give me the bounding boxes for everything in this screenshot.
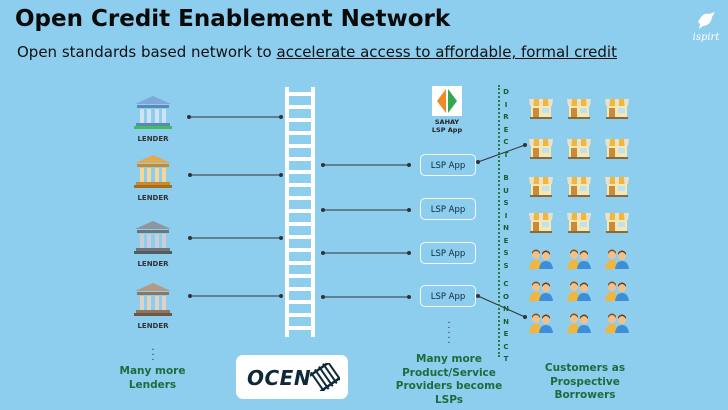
- lsp-more-line: Product/Service: [402, 366, 496, 379]
- lender-3: LENDER: [128, 219, 178, 268]
- lsp-more-line: Many more: [416, 353, 482, 365]
- page-title: Open Credit Enablement Network: [15, 6, 451, 32]
- shop-icon: [528, 136, 554, 164]
- bank-icon: [134, 96, 172, 129]
- people-icon: [528, 248, 554, 274]
- shop-icon: [604, 136, 630, 164]
- bank-icon: [134, 221, 172, 254]
- shop-icon: [566, 96, 592, 124]
- people-icon: [528, 280, 554, 306]
- lender-1: LENDER: [128, 94, 178, 143]
- lsp-more-line: Providers become: [395, 380, 503, 392]
- lender-label: LENDER: [137, 322, 169, 330]
- lender-label: LENDER: [137, 135, 169, 143]
- sahay-logo-icon: [432, 86, 462, 116]
- shop-icon: [566, 210, 592, 238]
- bank-icon: [134, 283, 172, 316]
- people-icon: [604, 248, 630, 274]
- ocen-logo-text: OCEN: [247, 366, 312, 390]
- shop-icon: [604, 174, 630, 202]
- divider-line: [498, 85, 500, 357]
- more-lenders-dots: ...: [151, 342, 155, 363]
- bird-icon: [698, 12, 715, 29]
- sahay-label-line2: LSP App: [431, 126, 463, 134]
- customers-label: Customers as Prospective Borrowers: [535, 362, 635, 403]
- shop-icon: [528, 174, 554, 202]
- lsp-app-box: LSP App: [420, 285, 476, 307]
- subtitle-underlined: accelerate access to affordable, formal …: [276, 43, 617, 61]
- lender-2: LENDER: [128, 153, 178, 202]
- shop-icon: [604, 210, 630, 238]
- shop-icon: [566, 136, 592, 164]
- people-icon: [566, 248, 592, 274]
- many-more-lsps-label: Many more Product/Service Providers beco…: [393, 353, 505, 407]
- brand-name: ispirt: [692, 32, 720, 43]
- people-icon: [528, 312, 554, 338]
- ocen-logo: OCEN: [236, 355, 348, 399]
- lsp-app-box: LSP App: [420, 154, 476, 176]
- people-icon: [566, 312, 592, 338]
- shop-icon: [528, 96, 554, 124]
- shop-icon: [566, 174, 592, 202]
- lender-label: LENDER: [137, 260, 169, 268]
- more-lsp-dots: .....: [447, 315, 451, 346]
- customers-label-line: Prospective: [550, 375, 620, 388]
- people-icon: [604, 280, 630, 306]
- many-more-lenders-label: Many more Lenders: [119, 365, 186, 391]
- sahay-label: SAHAY LSP App: [416, 118, 478, 134]
- lsp-app-box: LSP App: [420, 242, 476, 264]
- railway-track-icon: [285, 87, 315, 337]
- lsp-more-line: LSPs: [434, 393, 463, 406]
- people-icon: [604, 312, 630, 338]
- railway-track-icon: [310, 363, 340, 391]
- shop-icon: [604, 96, 630, 124]
- ispirt-logo: ispirt: [691, 10, 721, 46]
- lender-label: LENDER: [137, 194, 169, 202]
- customers-label-line: Borrowers: [554, 389, 616, 401]
- sahay-label-line1: SAHAY: [434, 118, 460, 126]
- bank-icon: [134, 155, 172, 188]
- subtitle-prefix: Open standards based network to: [17, 43, 277, 61]
- lender-4: LENDER: [128, 281, 178, 330]
- people-icon: [566, 280, 592, 306]
- lsp-app-box: LSP App: [420, 198, 476, 220]
- customers-label-line: Customers as: [544, 362, 626, 374]
- page-subtitle: Open standards based network to accelera…: [17, 43, 617, 61]
- shop-icon: [528, 210, 554, 238]
